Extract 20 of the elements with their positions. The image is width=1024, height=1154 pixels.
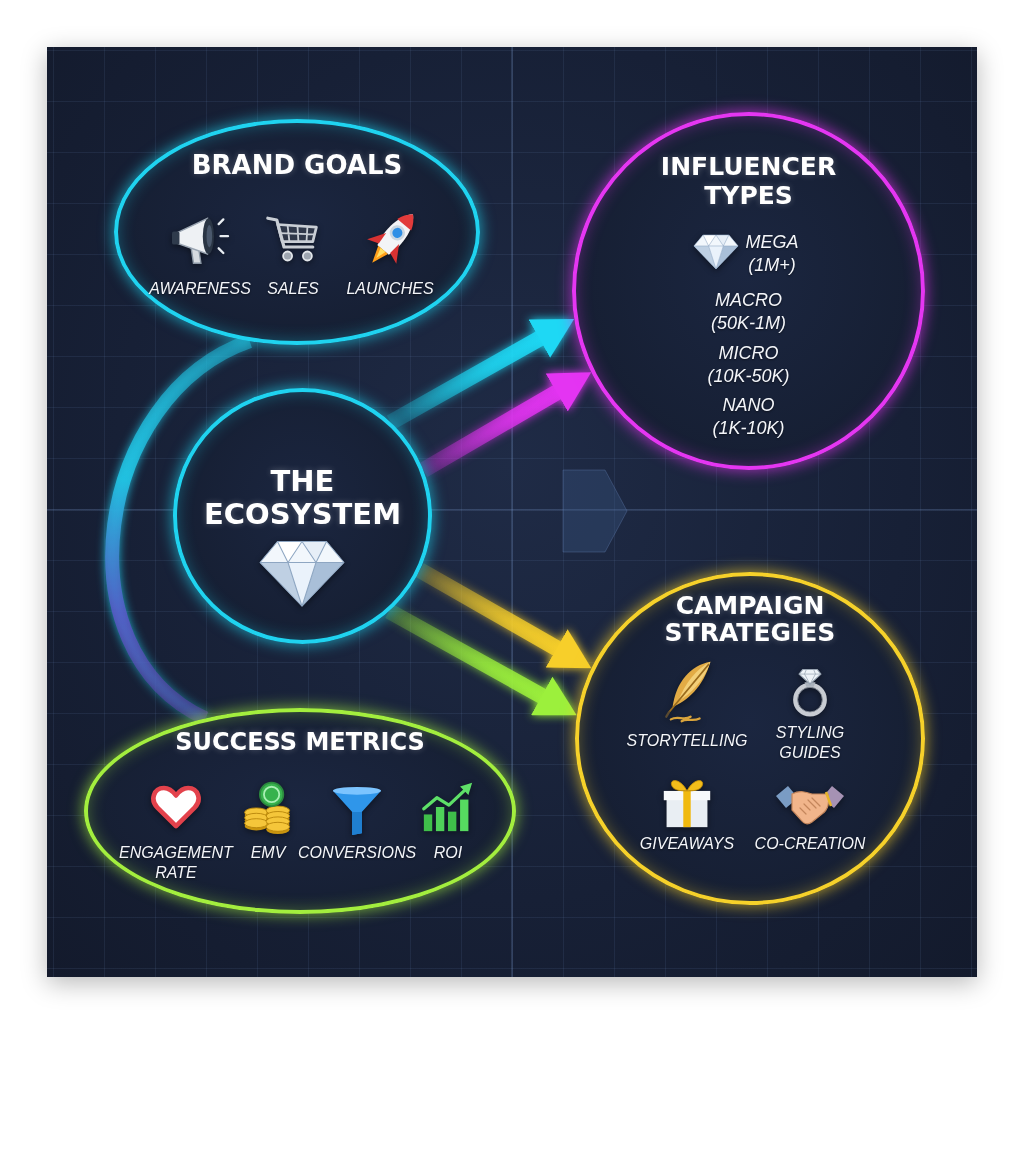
item-label: AWARENESS bbox=[149, 279, 251, 299]
item-label: MICRO (10K-50K) bbox=[706, 342, 791, 388]
item-label: ENGAGEMENT RATE bbox=[118, 843, 235, 883]
item-label: MEGA (1M+) bbox=[744, 231, 800, 277]
item-label: SALES bbox=[267, 279, 319, 299]
item-label: STORYTELLING bbox=[626, 731, 748, 751]
item-label: EMV bbox=[250, 843, 286, 863]
item-label: NANO (1K-10K) bbox=[711, 394, 786, 440]
node-heading: BRAND GOALS bbox=[191, 150, 403, 180]
item-label: GIVEAWAYS bbox=[639, 834, 735, 854]
node-heading: SUCCESS METRICS bbox=[175, 728, 425, 756]
item-label: CONVERSIONS bbox=[297, 843, 417, 863]
item-label: CO-CREATION bbox=[754, 834, 866, 854]
node-heading: INFLUENCER TYPES bbox=[659, 152, 838, 210]
item-label: STYLING GUIDES bbox=[774, 723, 846, 763]
item-label: MACRO (50K-1M) bbox=[710, 289, 787, 335]
node-heading: THE ECOSYSTEM bbox=[203, 465, 402, 531]
item-label: LAUNCHES bbox=[346, 279, 434, 299]
item-label: ROI bbox=[433, 843, 463, 863]
node-heading: CAMPAIGN STRATEGIES bbox=[663, 592, 837, 646]
